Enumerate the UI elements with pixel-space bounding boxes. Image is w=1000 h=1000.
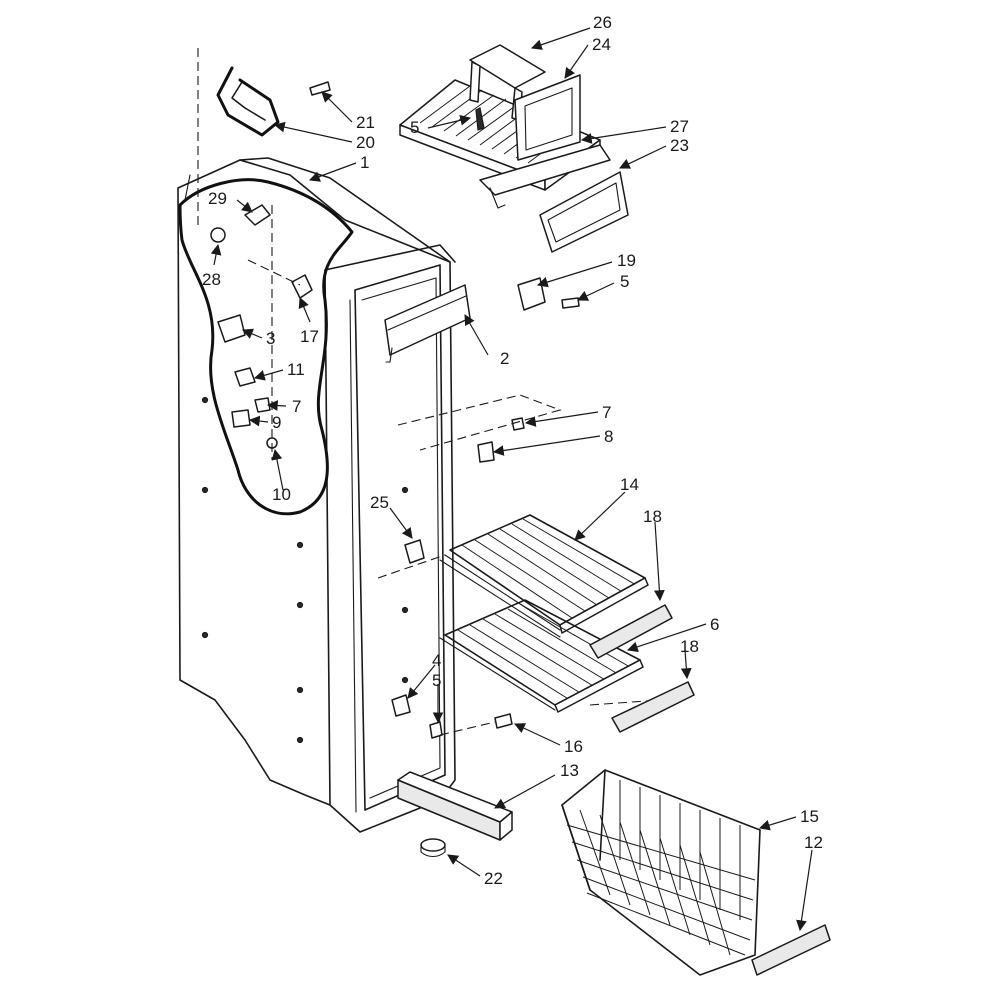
callout-23: 23 <box>670 136 689 155</box>
bottom-trim-part <box>397 771 513 841</box>
callout-18: 18 <box>643 507 662 526</box>
callout-14: 14 <box>620 475 639 494</box>
leader-lines <box>210 27 813 932</box>
callout-2: 2 <box>500 349 509 368</box>
callout-21: 21 <box>356 113 375 132</box>
callout-25: 25 <box>370 493 389 512</box>
callout-9: 9 <box>272 413 281 432</box>
callout-5: 5 <box>410 118 419 137</box>
callout-5: 5 <box>620 272 629 291</box>
callout-8: 8 <box>604 427 613 446</box>
callout-1: 1 <box>360 153 369 172</box>
callout-4: 4 <box>432 651 441 670</box>
callout-7: 7 <box>602 403 611 422</box>
callout-12: 12 <box>804 833 823 852</box>
handle-part <box>216 66 331 137</box>
callout-6: 6 <box>710 615 719 634</box>
callout-7: 7 <box>292 397 301 416</box>
callout-18: 18 <box>680 637 699 656</box>
callout-5: 5 <box>432 671 441 690</box>
callout-labels: 26 24 5 27 23 21 20 1 29 28 19 5 17 3 2 … <box>202 13 823 888</box>
wire-basket-part <box>561 769 831 976</box>
callout-20: 20 <box>356 133 375 152</box>
callout-28: 28 <box>202 270 221 289</box>
wire-shelves-part <box>439 514 649 713</box>
air-grille-part <box>384 284 471 363</box>
callout-27: 27 <box>670 117 689 136</box>
callout-16: 16 <box>564 737 583 756</box>
vent-assembly-part <box>399 44 629 253</box>
callout-17: 17 <box>300 327 319 346</box>
freezer-liner-part <box>177 157 456 833</box>
callout-15: 15 <box>800 807 819 826</box>
callout-19: 19 <box>617 251 636 270</box>
callout-10: 10 <box>272 485 291 504</box>
callout-3: 3 <box>266 329 275 348</box>
callout-24: 24 <box>592 35 611 54</box>
callout-13: 13 <box>560 761 579 780</box>
callout-22: 22 <box>484 869 503 888</box>
callout-26: 26 <box>593 13 612 32</box>
shelf-trims-part <box>589 604 695 733</box>
callout-11: 11 <box>287 360 305 379</box>
callout-29: 29 <box>208 189 227 208</box>
